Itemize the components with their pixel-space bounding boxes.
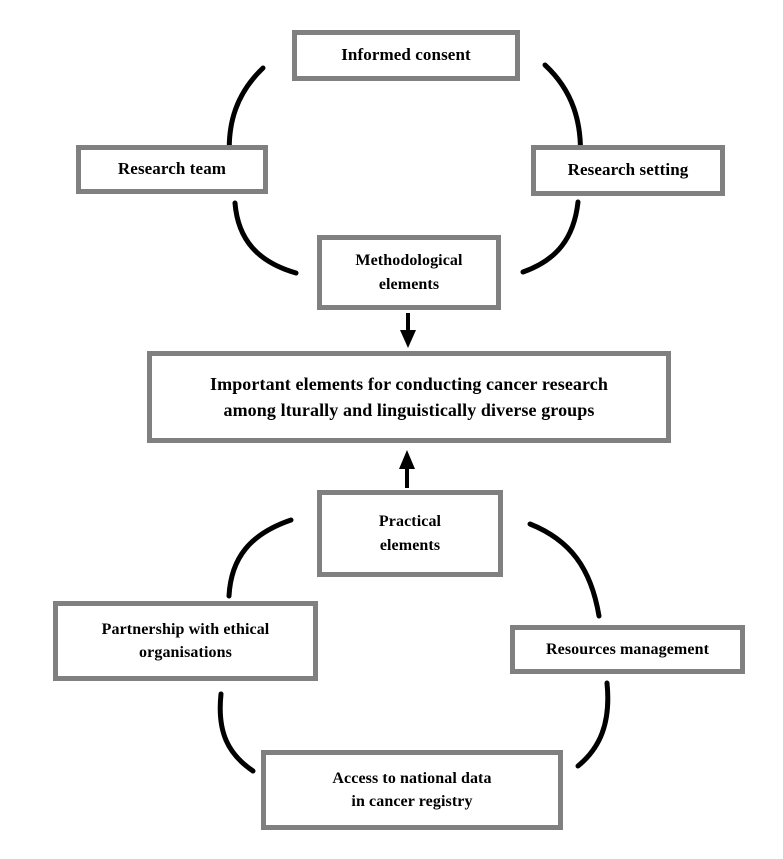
node-methodological-elements-line1: Methodological <box>355 252 463 270</box>
node-research-team-label: Research team <box>117 159 227 179</box>
node-central-line1: Important elements for conducting cancer… <box>210 373 608 394</box>
node-resources-management[interactable]: Resources management <box>510 625 745 674</box>
node-partnership-line2: organisations <box>139 644 232 661</box>
arc-partnership-to-practical <box>226 517 294 599</box>
node-practical-elements-label: Practical elements <box>367 510 453 556</box>
node-access-registry-line2: in cancer registry <box>351 793 473 810</box>
node-methodological-elements-label: Methodological elements <box>343 249 474 295</box>
down-arrow-icon <box>400 313 416 348</box>
node-informed-consent-label: Informed consent <box>341 45 471 65</box>
node-methodological-elements-line2: elements <box>378 275 440 293</box>
node-partnership-line1: Partnership with ethical <box>101 620 270 638</box>
arc-partnership-to-access <box>217 691 256 774</box>
node-practical-elements-line2: elements <box>379 536 441 554</box>
up-arrow-icon <box>399 450 415 488</box>
node-central-important-elements[interactable]: Important elements for conducting cancer… <box>147 351 671 443</box>
arc-team-to-methodological <box>232 200 299 276</box>
node-access-registry-line1: Access to national data <box>332 769 492 787</box>
node-central-label: Important elements for conducting cancer… <box>198 371 620 423</box>
node-research-team[interactable]: Research team <box>76 145 268 194</box>
node-partnership-label: Partnership with ethical organisations <box>90 618 282 664</box>
node-methodological-elements[interactable]: Methodological elements <box>317 235 501 310</box>
arc-access-to-resources <box>575 680 611 769</box>
node-research-setting[interactable]: Research setting <box>531 145 725 196</box>
node-access-registry-label: Access to national data in cancer regist… <box>320 767 503 813</box>
node-research-setting-label: Research setting <box>567 160 689 180</box>
node-informed-consent[interactable]: Informed consent <box>292 30 520 81</box>
node-practical-elements-line1: Practical <box>378 513 442 531</box>
node-practical-elements[interactable]: Practical elements <box>317 490 503 577</box>
arc-methodological-to-setting <box>520 199 581 275</box>
node-access-national-data-cancer-registry[interactable]: Access to national data in cancer regist… <box>261 750 563 830</box>
node-central-line2: among lturally and linguistically divers… <box>223 400 595 420</box>
node-resources-management-label: Resources management <box>545 640 709 658</box>
node-partnership-ethical-organisations[interactable]: Partnership with ethical organisations <box>53 601 318 681</box>
arc-practical-to-resources <box>527 521 602 619</box>
